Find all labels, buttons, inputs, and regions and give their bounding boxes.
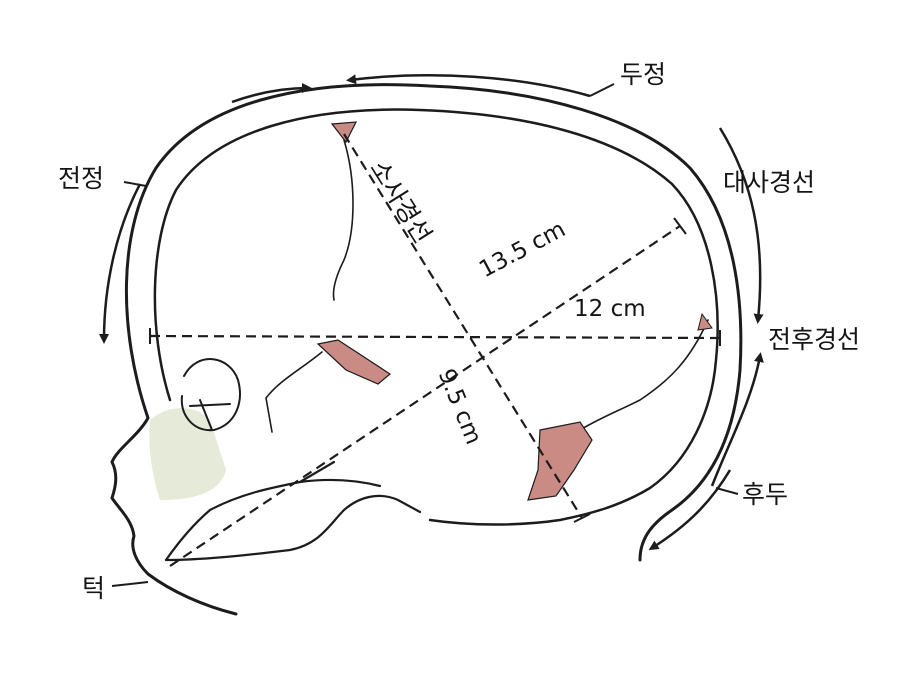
measurement-occipitofrontal: 12 cm xyxy=(574,296,646,322)
tick-end xyxy=(573,513,591,523)
occipital-arrow-lower xyxy=(648,469,732,551)
label-occipital: 후두 xyxy=(742,480,789,509)
skull-base-outline xyxy=(164,460,422,562)
leader-frontal xyxy=(123,181,147,187)
coronal-suture xyxy=(332,139,354,301)
lambdoid-suture xyxy=(579,319,709,431)
leader-occipital xyxy=(715,487,739,495)
anterior-fontanelle xyxy=(330,121,358,144)
label-parietal: 두정 xyxy=(620,60,667,89)
label-major-oblique: 대사경선 xyxy=(723,168,816,197)
label-anteroposterior: 전후경선 xyxy=(768,325,861,354)
posterior-fontanelle xyxy=(697,312,713,331)
sphenoid-fontanelle xyxy=(316,339,392,385)
frontal-arrow-down xyxy=(99,183,142,344)
label-chin: 턱 xyxy=(82,574,106,603)
face-shading xyxy=(149,408,226,500)
scalp-outer-outline xyxy=(110,83,743,616)
label-frontal: 전정 xyxy=(58,164,105,193)
occipital-arrow-up xyxy=(710,352,764,487)
orbit-outline xyxy=(180,358,241,432)
tick-end xyxy=(673,217,687,235)
occipitofrontal-line xyxy=(149,334,721,340)
occipital-arrow-down xyxy=(718,127,764,324)
mastoid-fontanelle xyxy=(527,421,593,501)
suboccipitobregmatic-line xyxy=(343,133,583,519)
parietal-arrow xyxy=(346,74,591,98)
leader-parietal xyxy=(589,83,615,97)
major-oblique-line xyxy=(169,225,681,567)
frontal-arrow-upper xyxy=(231,83,312,104)
skull-inner-outline xyxy=(153,108,719,526)
leader-chin xyxy=(111,581,149,587)
squamosal-suture xyxy=(265,351,323,433)
